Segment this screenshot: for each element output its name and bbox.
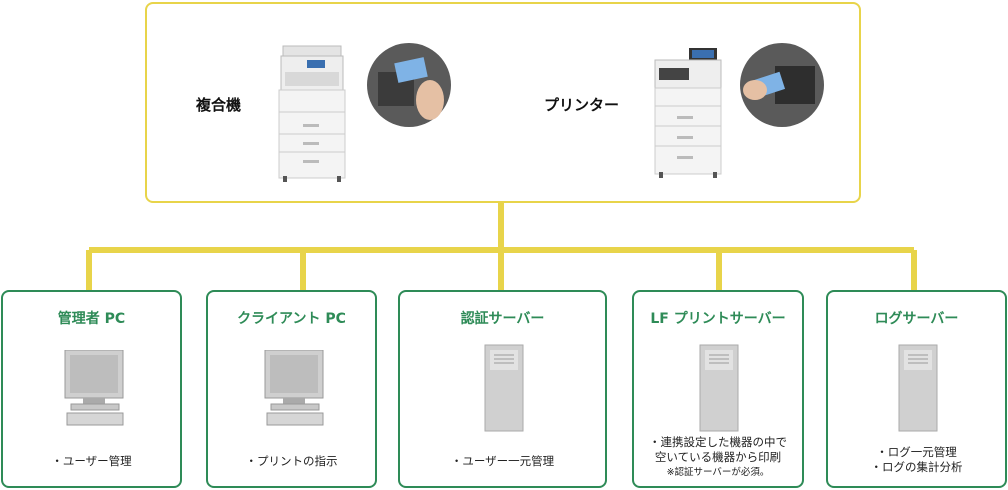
card-title: LF プリントサーバー	[650, 311, 786, 327]
card-title: 管理者 PC	[57, 311, 126, 327]
mfp-label: 複合機	[196, 96, 242, 114]
pc-icon	[264, 350, 324, 426]
card-auth-server: 認証サーバー ・ユーザー一元管理	[398, 290, 607, 488]
printer-label: プリンター	[544, 96, 620, 114]
card-notes: ・プリントの指示	[245, 454, 338, 468]
server-tower-icon	[699, 344, 739, 432]
card-lf-print-server: LF プリントサーバー ・連携設定した機器の中で 空いている機器から印刷 ※認証…	[632, 290, 804, 488]
card-client-pc: クライアント PC ・プリントの指示	[206, 290, 377, 488]
server-tower-icon	[484, 344, 524, 432]
pc-icon	[64, 350, 124, 426]
printer-card-photo	[740, 43, 824, 127]
card-title: ログサーバー	[874, 311, 959, 327]
printer-image	[654, 48, 722, 178]
card-notes: ・ユーザー一元管理	[450, 454, 555, 468]
card-title: 認証サーバー	[460, 311, 545, 327]
card-admin-pc: 管理者 PC ・ユーザー管理	[1, 290, 182, 488]
card-notes: ・連携設定した機器の中で 空いている機器から印刷 ※認証サーバーが必須。	[634, 435, 802, 480]
device-group-box: 複合機 プリンター	[145, 2, 861, 203]
server-tower-icon	[898, 344, 938, 432]
footnote: ※認証サーバーが必須。	[666, 467, 770, 478]
mfp-card-photo	[367, 43, 451, 127]
card-log-server: ログサーバー ・ログ一元管理 ・ログの集計分析	[826, 290, 1007, 488]
card-title: クライアント PC	[237, 311, 346, 327]
card-notes: ・ログ一元管理 ・ログの集計分析	[870, 445, 963, 474]
card-notes: ・ユーザー管理	[51, 454, 132, 468]
mfp-image	[278, 45, 346, 182]
